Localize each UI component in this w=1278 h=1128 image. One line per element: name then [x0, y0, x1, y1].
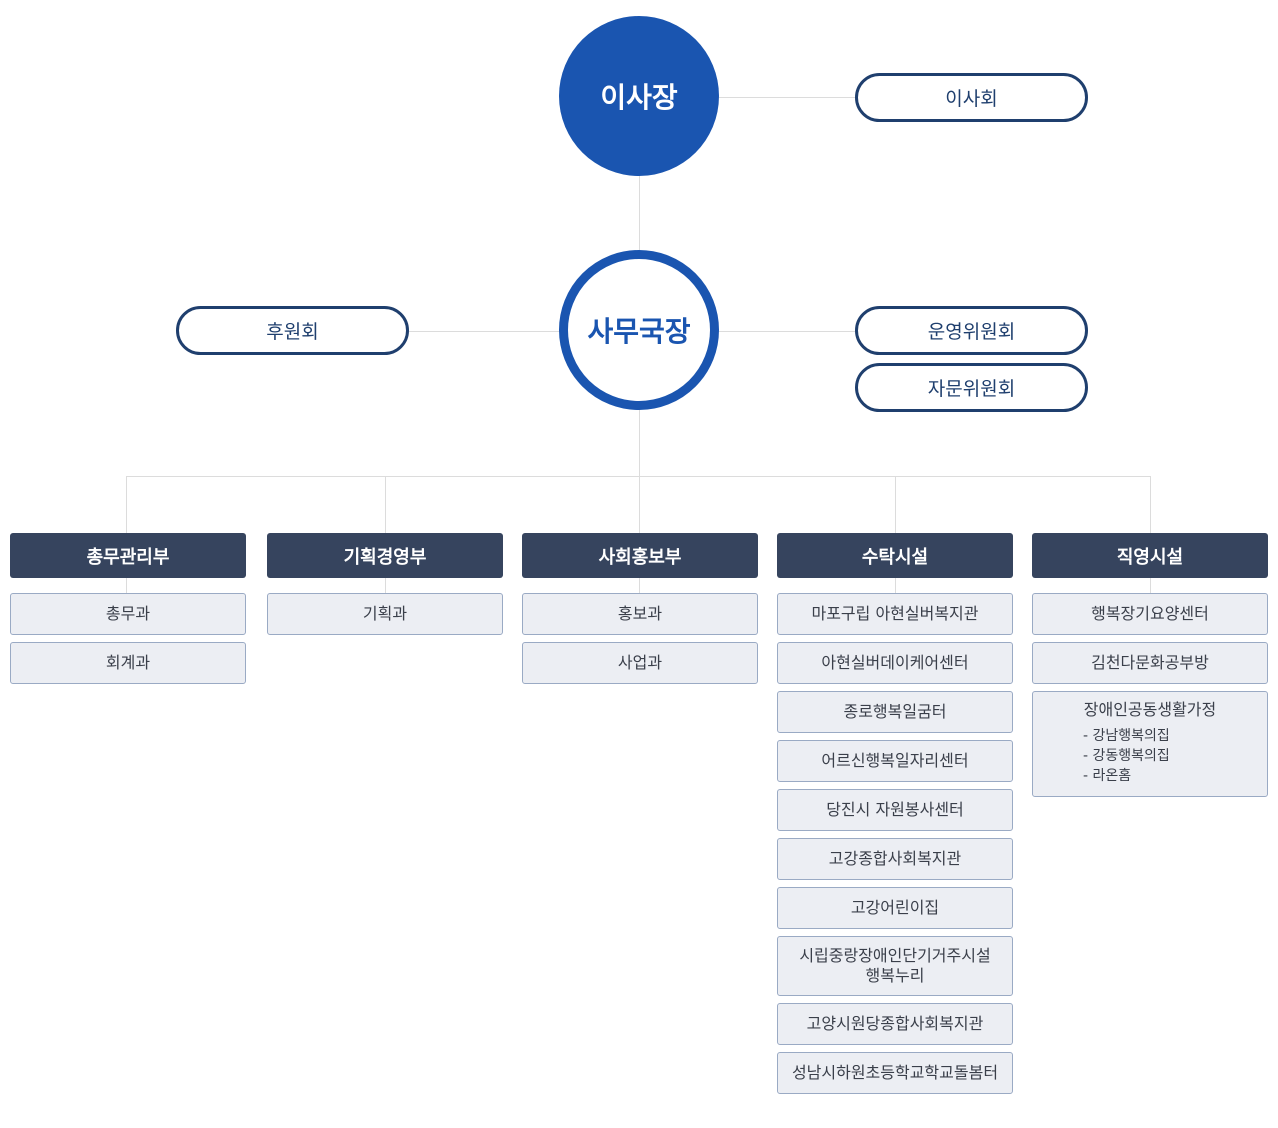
connector-line	[719, 97, 855, 98]
connector-line	[1150, 578, 1151, 593]
unit-box: 기획과	[267, 593, 503, 635]
unit-label: 고강종합사회복지관	[828, 849, 962, 868]
connector-line	[639, 476, 640, 533]
unit-box: 고강종합사회복지관	[777, 838, 1013, 880]
unit-label: 성남시하원초등학교학교돌봄터	[791, 1063, 999, 1082]
unit-label: 사업과	[617, 653, 663, 672]
department-header: 직영시설	[1032, 533, 1268, 578]
chairman-node: 이사장	[559, 16, 719, 176]
sub-unit-list: - 강남행복의집 - 강동행복의집 - 라온홈	[1083, 726, 1170, 786]
unit-box: 어르신행복일자리센터	[777, 740, 1013, 782]
unit-label-line2: 행복누리	[865, 966, 925, 985]
supporters-node: 후원회	[176, 306, 409, 355]
unit-box: 총무과	[10, 593, 246, 635]
unit-label: 어르신행복일자리센터	[821, 751, 969, 770]
unit-box: 아현실버데이케어센터	[777, 642, 1013, 684]
connector-line	[385, 476, 386, 533]
board-node: 이사회	[855, 73, 1088, 122]
unit-label: 시립중랑장애인단기거주시설	[799, 946, 991, 965]
unit-box: 종로행복일굼터	[777, 691, 1013, 733]
unit-label: 종로행복일굼터	[843, 702, 947, 721]
unit-box: 고강어린이집	[777, 887, 1013, 929]
unit-box: 사업과	[522, 642, 758, 684]
unit-label: 홍보과	[617, 604, 663, 623]
unit-box: 마포구립 아현실버복지관	[777, 593, 1013, 635]
connector-line	[895, 578, 896, 593]
department-header: 사회홍보부	[522, 533, 758, 578]
operating-committee-node: 운영위원회	[855, 306, 1088, 355]
unit-label: 마포구립 아현실버복지관	[811, 604, 979, 623]
unit-box: 김천다문화공부방	[1032, 642, 1268, 684]
connector-line	[126, 578, 127, 593]
connector-line	[1150, 476, 1151, 533]
unit-label: 회계과	[105, 653, 151, 672]
advisory-committee-node: 자문위원회	[855, 363, 1088, 412]
unit-label: 총무과	[105, 604, 151, 623]
connector-line	[895, 476, 896, 533]
department-header: 기획경영부	[267, 533, 503, 578]
unit-label: 고양시원당종합사회복지관	[806, 1014, 984, 1033]
unit-box: 장애인공동생활가정 - 강남행복의집 - 강동행복의집 - 라온홈	[1032, 691, 1268, 797]
connector-line	[639, 578, 640, 593]
secretary-general-node: 사무국장	[559, 250, 719, 410]
connector-line	[126, 476, 1151, 477]
sub-unit-item: - 강동행복의집	[1083, 748, 1170, 764]
unit-label: 당진시 자원봉사센터	[826, 800, 964, 819]
department-header: 총무관리부	[10, 533, 246, 578]
connector-line	[126, 476, 127, 533]
unit-box: 고양시원당종합사회복지관	[777, 1003, 1013, 1045]
unit-label: 행복장기요양센터	[1091, 604, 1209, 623]
connector-line	[385, 578, 386, 593]
unit-box: 회계과	[10, 642, 246, 684]
unit-box: 성남시하원초등학교학교돌봄터	[777, 1052, 1013, 1094]
unit-label: 김천다문화공부방	[1091, 653, 1209, 672]
department-header: 수탁시설	[777, 533, 1013, 578]
sub-unit-item: - 라온홈	[1083, 768, 1132, 784]
unit-label: 아현실버데이케어센터	[821, 653, 969, 672]
unit-box: 당진시 자원봉사센터	[777, 789, 1013, 831]
unit-label: 고강어린이집	[850, 898, 940, 917]
unit-label: 장애인공동생활가정	[1083, 700, 1217, 719]
unit-box: 홍보과	[522, 593, 758, 635]
unit-box: 행복장기요양센터	[1032, 593, 1268, 635]
sub-unit-item: - 강남행복의집	[1083, 728, 1170, 744]
unit-label: 기획과	[362, 604, 408, 623]
